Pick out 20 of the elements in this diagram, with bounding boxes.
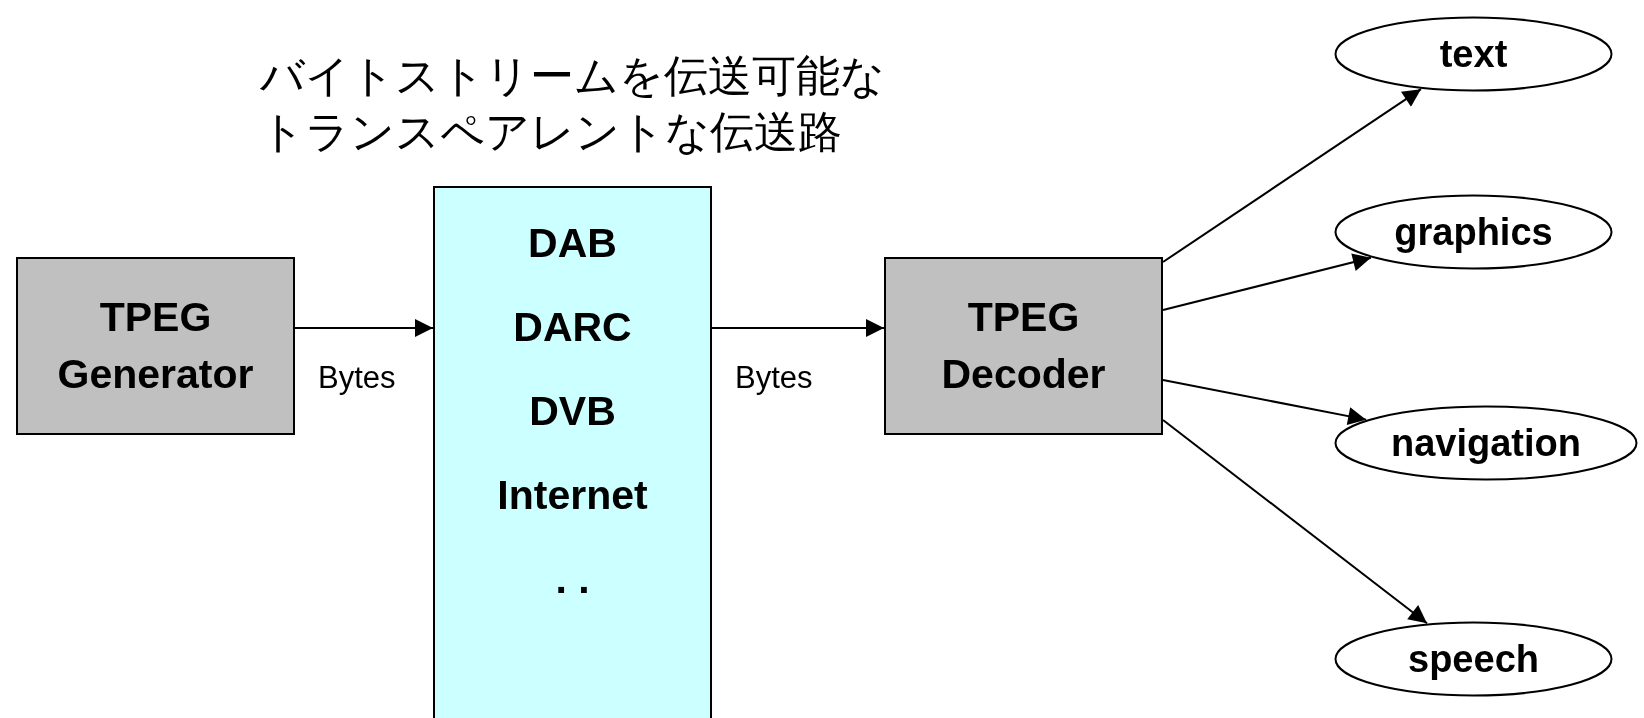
box-label: TPEG Decoder bbox=[940, 292, 1107, 399]
arrow bbox=[1162, 88, 1422, 263]
network-label: . . bbox=[554, 556, 591, 603]
arrow bbox=[1162, 379, 1368, 425]
process-box bbox=[884, 257, 1163, 435]
arrow bbox=[1162, 253, 1372, 311]
ellipse-label: navigation bbox=[1391, 421, 1581, 465]
arrow bbox=[1162, 419, 1428, 625]
network-label: DARC bbox=[512, 304, 633, 351]
ellipse-label: text bbox=[1439, 32, 1508, 76]
box-label: TPEG Generator bbox=[56, 292, 255, 399]
network-label: Internet bbox=[496, 472, 649, 519]
arrow bbox=[294, 319, 434, 337]
network-label: DVB bbox=[528, 388, 617, 435]
heading: バイトストリームを伝送可能なトランスペアレントな伝送路 bbox=[260, 49, 886, 159]
ellipse-label: graphics bbox=[1394, 210, 1553, 254]
arrow bbox=[711, 319, 885, 337]
process-box bbox=[16, 257, 295, 435]
ellipse-label: speech bbox=[1408, 637, 1539, 681]
network-label: DAB bbox=[527, 220, 618, 267]
